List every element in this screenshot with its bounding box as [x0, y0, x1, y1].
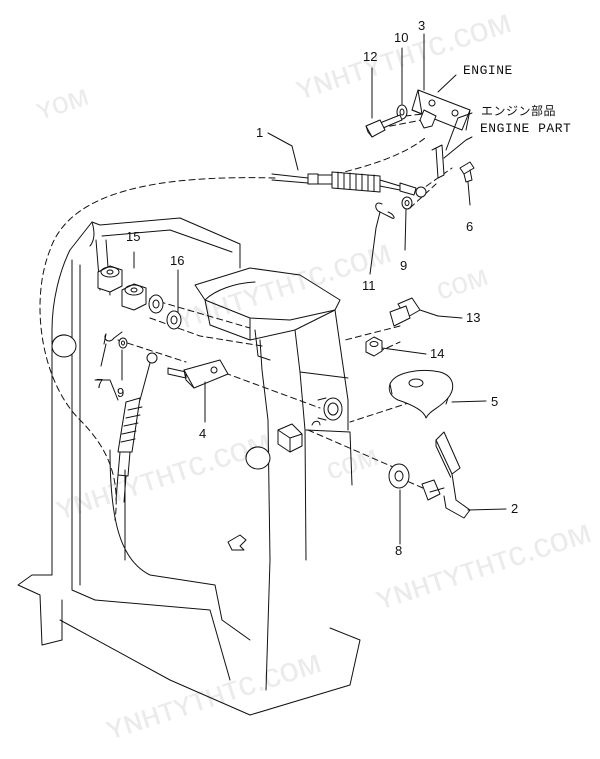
- callout-11: 11: [362, 278, 376, 293]
- svg-text:ʏᴏᴍ: ʏᴏᴍ: [32, 79, 93, 127]
- part-9-washer-lower: [118, 337, 128, 349]
- svg-text:ʏɴʜᴛʏᴛʜᴛᴄ.ᴄᴏᴍ: ʏɴʜᴛʏᴛʜᴛᴄ.ᴄᴏᴍ: [51, 422, 276, 527]
- part-7-pin: [103, 331, 123, 345]
- part-11-clip: [375, 202, 395, 229]
- callout-14: 14: [430, 346, 445, 361]
- callout-5: 5: [491, 394, 499, 409]
- callout-2: 2: [511, 501, 519, 516]
- part-14-nut: [365, 336, 383, 357]
- callout-13: 13: [466, 310, 481, 325]
- svg-text:ʏɴʜᴛʏᴛʜᴛᴄ.ᴄᴏᴍ: ʏɴʜᴛʏᴛʜᴛᴄ.ᴄᴏᴍ: [101, 642, 326, 747]
- console-housing: [17, 217, 361, 716]
- callout-6: 6: [466, 219, 474, 234]
- svg-text:ᴄᴏᴍ: ᴄᴏᴍ: [432, 259, 492, 307]
- engine-part-lever: [431, 144, 475, 183]
- callout-9-upper: 9: [400, 258, 408, 273]
- part-13-bolt: [389, 297, 439, 327]
- callout-1: 1: [256, 125, 264, 140]
- svg-text:ʏɴʜᴛʏᴛʜᴛᴄ.ᴄᴏᴍ: ʏɴʜᴛʏᴛʜᴛᴄ.ᴄᴏᴍ: [371, 512, 596, 617]
- callout-12: 12: [363, 49, 378, 64]
- callout-3: 3: [418, 18, 426, 33]
- part-4-lever-block: [167, 359, 229, 389]
- callout-16: 16: [170, 253, 185, 268]
- leader-lines: [100, 33, 507, 545]
- callout-4: 4: [199, 426, 207, 441]
- part-16-washers: [148, 294, 182, 330]
- callout-10: 10: [394, 30, 409, 45]
- part-3-bracket: [411, 89, 471, 131]
- part-8-washer: [388, 463, 410, 489]
- callout-8: 8: [395, 543, 403, 558]
- cable-end-lower: [115, 352, 158, 503]
- part-12-bolt: [365, 114, 403, 138]
- svg-text:ʏɴʜᴛʏᴛʜᴛᴄ.ᴄᴏᴍ: ʏɴʜᴛʏᴛʜᴛᴄ.ᴄᴏᴍ: [291, 2, 516, 107]
- engine-part-label: ENGINE PART: [480, 121, 572, 136]
- engine-label: ENGINE: [463, 63, 513, 78]
- callout-7: 7: [96, 376, 104, 391]
- callout-9-lower: 9: [117, 385, 125, 400]
- engine-part-japanese-label: エンジン部品: [481, 104, 557, 118]
- callout-15: 15: [126, 229, 141, 244]
- part-9-washer-upper: [401, 196, 413, 210]
- part-5-lever-plate: [388, 370, 454, 419]
- part-2-throttle-lever: [421, 431, 471, 519]
- part-1-throttle-cable: [271, 171, 427, 198]
- part-15-nuts: [97, 265, 147, 311]
